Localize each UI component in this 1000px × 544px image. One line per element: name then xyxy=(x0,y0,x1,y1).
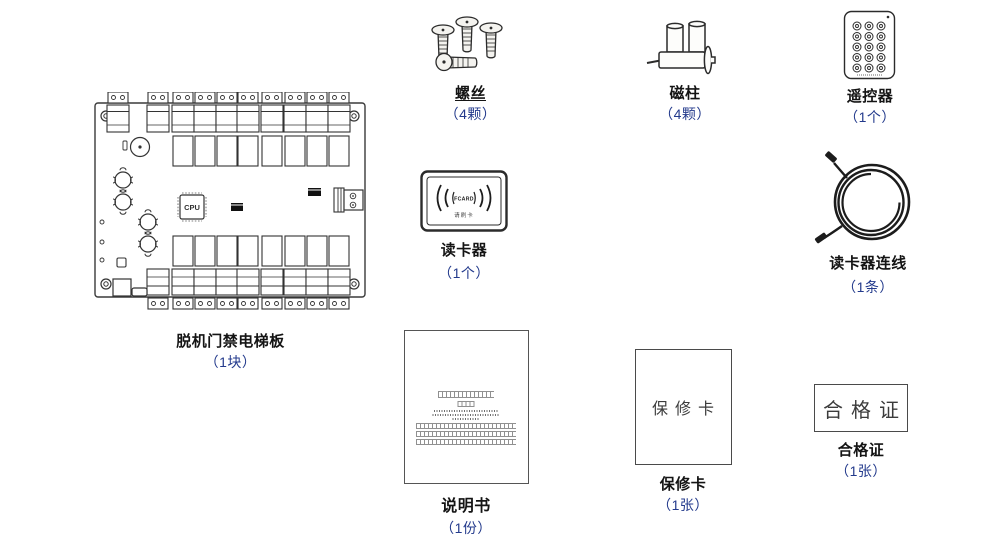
buzzer xyxy=(129,136,151,158)
certificate-card-text: 合格证 xyxy=(823,399,907,422)
warranty-card-illustration: 保修卡 xyxy=(634,349,732,465)
certificate-qty: （1张） xyxy=(835,463,887,479)
magnets-illustration xyxy=(646,20,716,75)
diode-components xyxy=(231,188,321,211)
manual-text-placeholder xyxy=(432,414,500,416)
cable-name: 读卡器连线 xyxy=(829,255,907,272)
relays-bottom-row xyxy=(146,268,351,296)
remote-name: 遥控器 xyxy=(846,88,894,105)
reader-hint-label: 请刷卡 xyxy=(454,211,474,219)
magnets-qty: （4颗） xyxy=(659,106,711,122)
signal-waves-icon xyxy=(436,184,492,212)
manual-text-placeholder xyxy=(416,431,516,437)
remote-qty: （1个） xyxy=(844,109,896,125)
remote-illustration xyxy=(843,10,896,80)
remote-buttons xyxy=(852,21,886,73)
reader-qty: （1个） xyxy=(438,265,490,281)
board-qty: （1块） xyxy=(204,354,257,370)
board-item: CPU xyxy=(88,92,373,372)
terminal-blocks-bottom xyxy=(147,297,350,310)
cable-illustration xyxy=(814,151,911,244)
cpu-label: CPU xyxy=(184,203,200,212)
cpu-chip: CPU xyxy=(177,192,207,222)
warranty-card-text: 保修卡 xyxy=(651,401,721,418)
manual-name: 说明书 xyxy=(441,498,491,515)
tact-switch xyxy=(116,257,127,268)
certificate-item: 合格证 合格证 （1张） xyxy=(813,384,909,481)
reader-item: FCARD 请刷卡 读卡器 （1个） xyxy=(420,170,508,283)
certificate-card-illustration: 合格证 xyxy=(814,384,908,432)
certificate-name: 合格证 xyxy=(837,442,885,459)
status-leds xyxy=(99,219,105,263)
screws-item: 螺丝 （4颗） xyxy=(423,12,518,124)
reader-brand-label: FCARD xyxy=(454,197,474,203)
manual-text-placeholder xyxy=(416,439,516,445)
manual-item: 说明书 （1份） xyxy=(402,330,530,538)
remote-led xyxy=(886,15,890,19)
elevator-board-illustration: CPU xyxy=(94,92,366,310)
warranty-qty: （1张） xyxy=(657,497,709,513)
manual-page-illustration xyxy=(403,330,529,484)
manual-text-placeholder xyxy=(457,401,475,407)
power-components xyxy=(112,278,148,297)
screws-name: 螺丝 xyxy=(454,85,486,102)
terminal-blocks-top xyxy=(107,92,350,104)
manual-text-placeholder xyxy=(438,391,494,398)
horizontal-screw xyxy=(434,52,477,72)
warranty-name: 保修卡 xyxy=(659,476,707,493)
magnets-item: 磁柱 （4颗） xyxy=(645,18,725,124)
small-component xyxy=(122,140,128,151)
manual-qty: （1份） xyxy=(440,520,492,536)
cable-connectors xyxy=(814,151,837,244)
reader-name: 读卡器 xyxy=(440,242,488,259)
warranty-item: 保修卡 保修卡 （1张） xyxy=(634,349,732,515)
manual-text-placeholder xyxy=(434,410,498,412)
edge-connector xyxy=(333,187,364,213)
manual-text-placeholder xyxy=(416,423,516,429)
remote-item: 遥控器 （1个） xyxy=(838,10,902,127)
cable-item: 读卡器连线 （1条） xyxy=(813,150,923,297)
board-name: 脱机门禁电梯板 xyxy=(176,333,285,350)
magnets-name: 磁柱 xyxy=(669,85,701,102)
card-reader-illustration: FCARD 请刷卡 xyxy=(420,170,508,232)
screws-illustration xyxy=(430,16,503,72)
manual-text-placeholder xyxy=(452,418,480,420)
cable-qty: （1条） xyxy=(842,279,894,295)
screws-qty: （4颗） xyxy=(444,106,497,122)
